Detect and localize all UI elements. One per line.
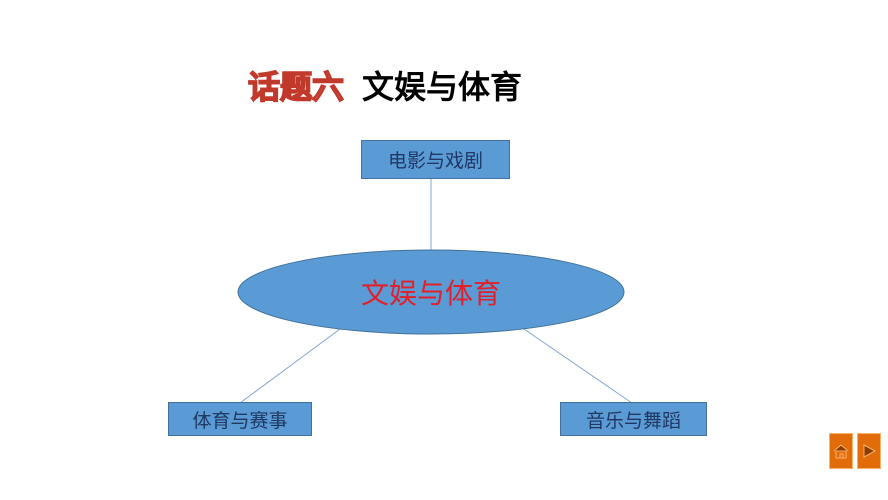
center-node-label: 文娱与体育 — [360, 277, 501, 310]
connector-right — [523, 328, 633, 404]
node-sports-events: 体育与赛事 — [168, 402, 312, 436]
play-next-icon — [863, 444, 876, 458]
connector-left — [239, 328, 341, 404]
home-icon — [833, 444, 849, 459]
topic-label: 话题六 — [247, 67, 345, 107]
home-button[interactable] — [829, 433, 853, 469]
next-button[interactable] — [857, 433, 881, 469]
topic-name: 文娱与体育 — [362, 68, 523, 106]
node-film-drama: 电影与戏剧 — [361, 140, 510, 179]
slide-title: 话题六文娱与体育 — [247, 62, 523, 108]
node-music-dance: 音乐与舞蹈 — [560, 402, 707, 436]
center-ellipse — [237, 249, 625, 335]
